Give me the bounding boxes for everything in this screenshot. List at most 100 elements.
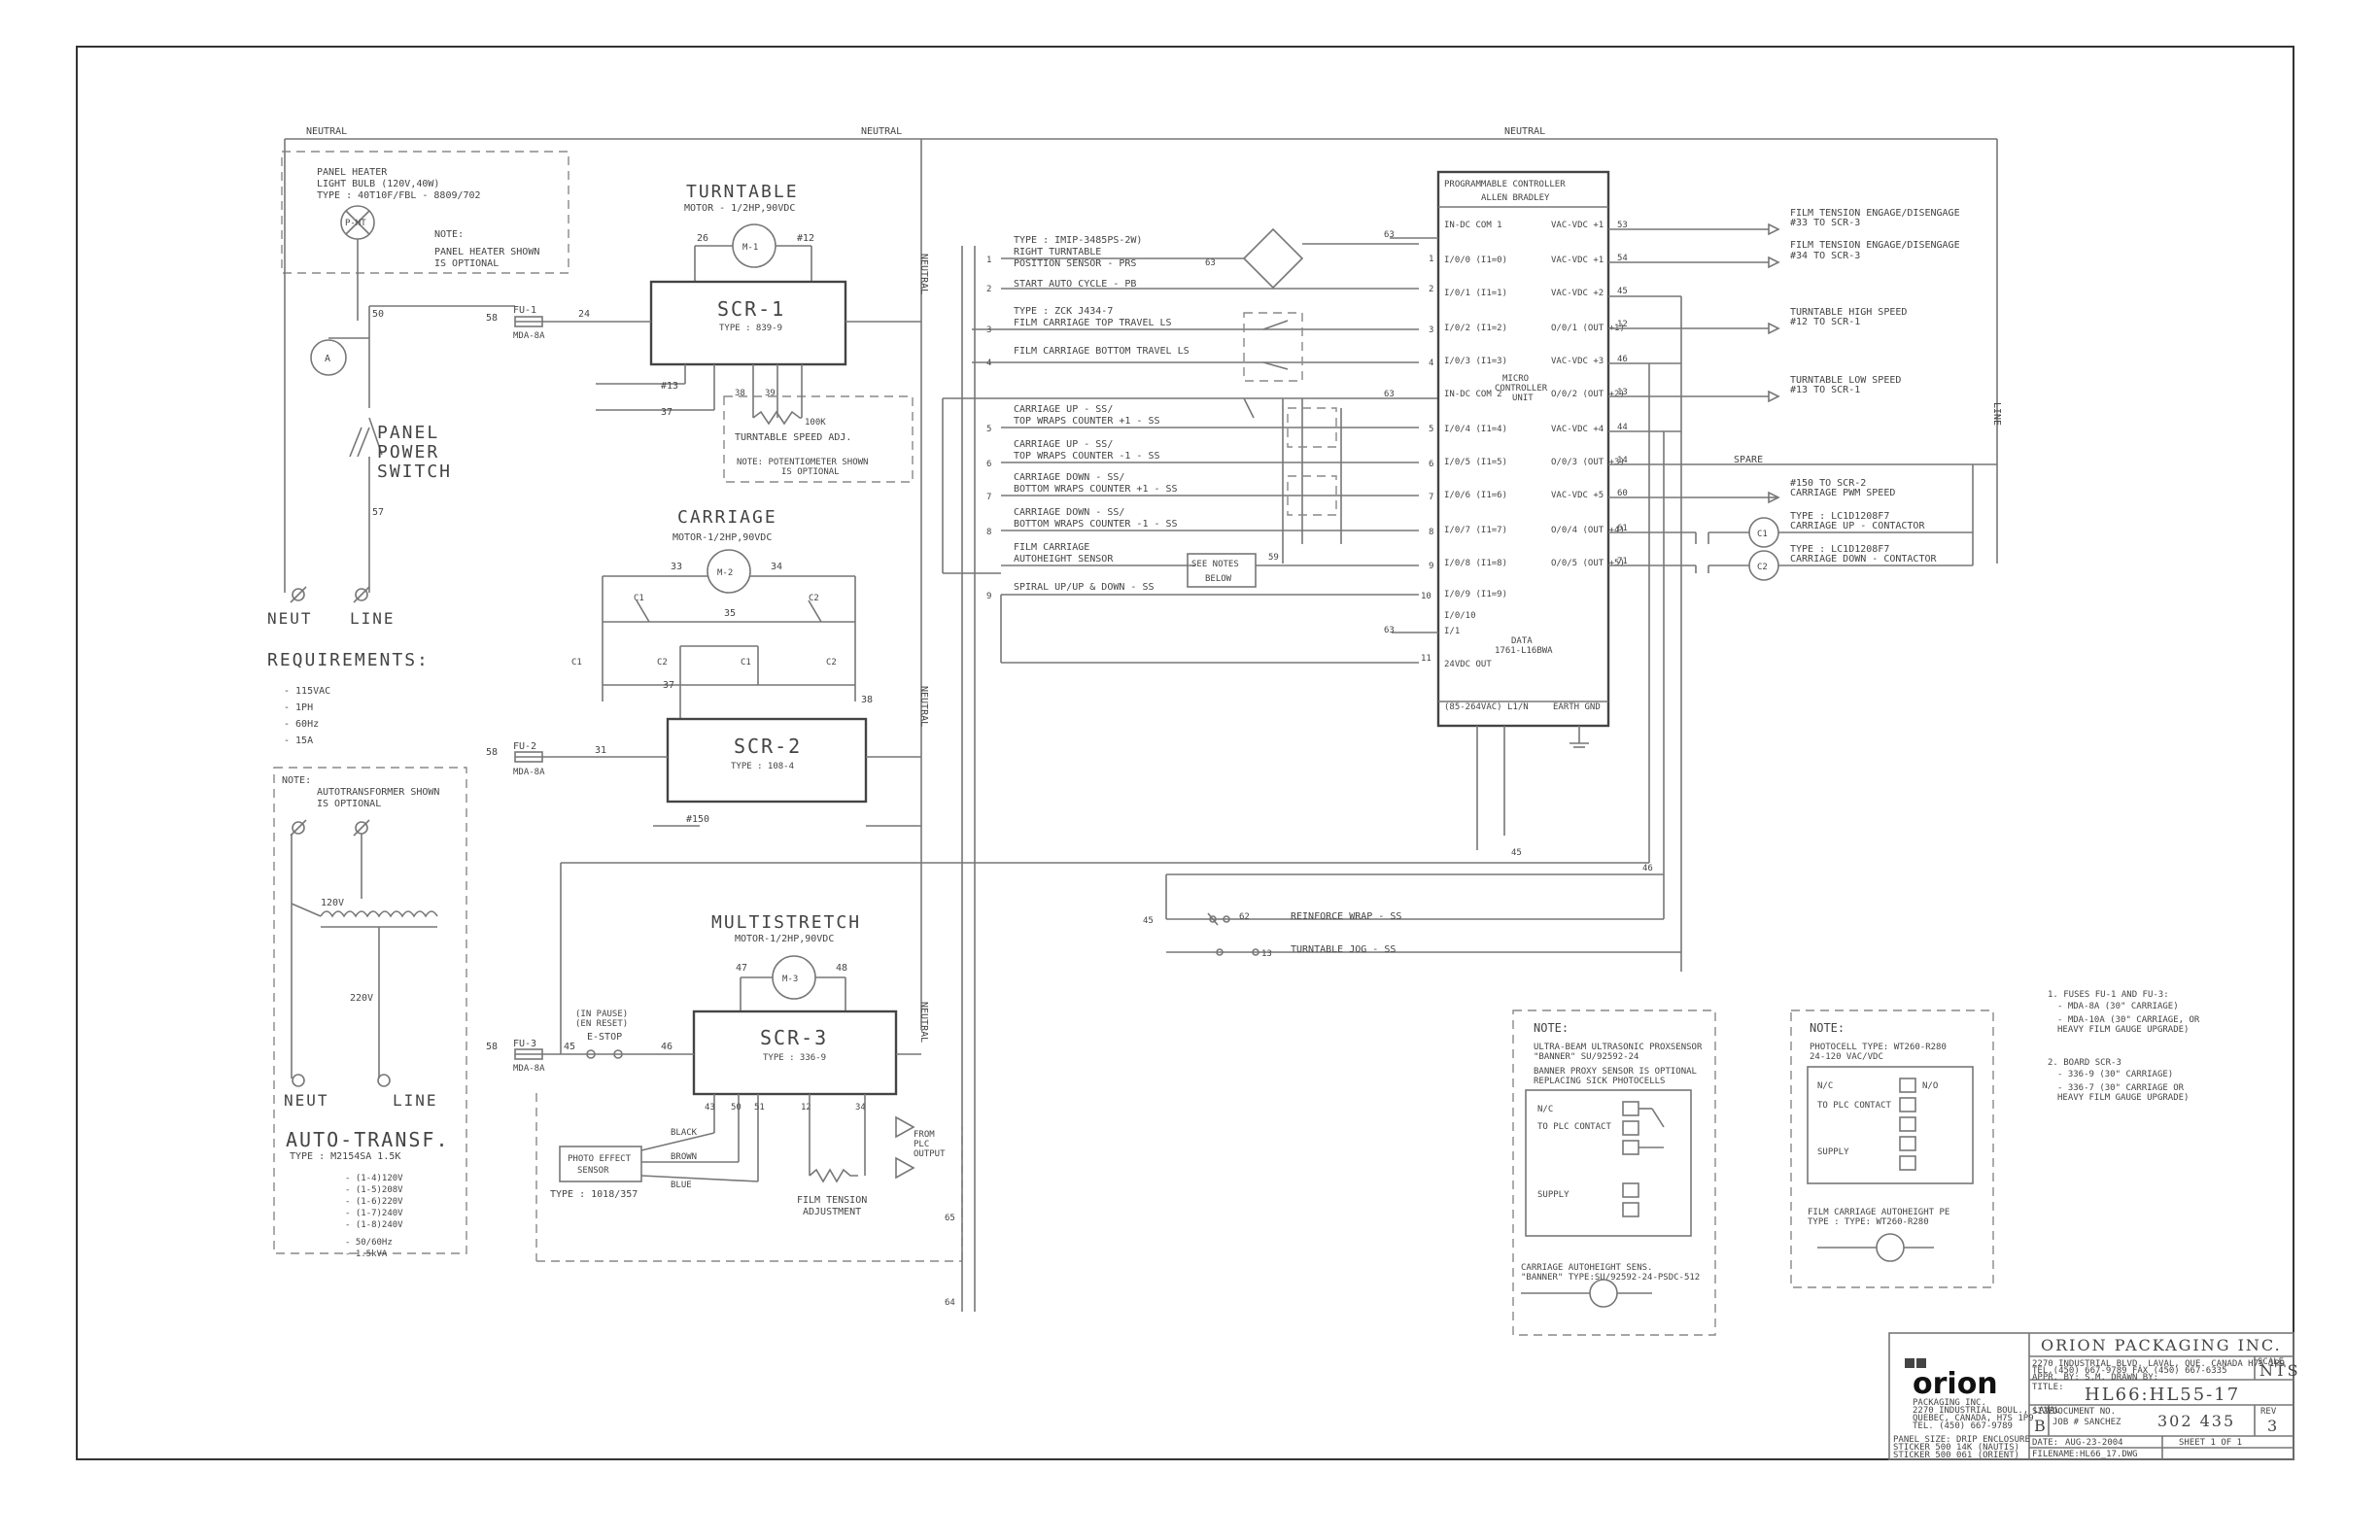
svg-text:#150 TO SCR-2: #150 TO SCR-2: [1790, 478, 1866, 489]
svg-text:LIGHT BULB (120V,40W): LIGHT BULB (120V,40W): [317, 179, 439, 189]
svg-text:FILENAME:: FILENAME:: [2032, 1450, 2080, 1459]
svg-text:SUPPLY: SUPPLY: [1817, 1147, 1849, 1157]
svg-text:C2: C2: [657, 658, 668, 667]
svg-text:- 50/60Hz: - 50/60Hz: [345, 1238, 393, 1248]
svg-text:38: 38: [735, 389, 745, 398]
svg-text:NOTE:: NOTE:: [282, 775, 311, 786]
svg-text:AUTOHEIGHT SENSOR: AUTOHEIGHT SENSOR: [1014, 554, 1114, 565]
svg-text:C2: C2: [826, 658, 837, 667]
svg-text:CARRIAGE PWM SPEED: CARRIAGE PWM SPEED: [1790, 488, 1895, 498]
title-block: ORION PACKAGING INC. 2270 INDUSTRIAL BLV…: [1888, 1332, 2298, 1460]
svg-text:C1: C1: [1757, 530, 1768, 539]
svg-text:SCR-1: SCR-1: [717, 297, 785, 321]
svg-text:HL66_17.DWG: HL66_17.DWG: [2080, 1450, 2138, 1459]
svg-text:26: 26: [697, 233, 708, 244]
svg-text:AUTO-TRANSF.: AUTO-TRANSF.: [286, 1128, 450, 1151]
svg-text:TITLE:: TITLE:: [2032, 1383, 2064, 1392]
svg-text:302 435: 302 435: [2157, 1412, 2235, 1430]
svg-text:1. FUSES FU-1 AND FU-3:: 1. FUSES FU-1 AND FU-3:: [2048, 990, 2169, 1000]
svg-text:46: 46: [1642, 864, 1653, 873]
svg-text:IS OPTIONAL: IS OPTIONAL: [781, 467, 840, 477]
svg-text:63: 63: [1384, 390, 1395, 399]
svg-text:"BANNER" TYPE:SU/92592-24-PSDC: "BANNER" TYPE:SU/92592-24-PSDC-512: [1521, 1273, 1700, 1283]
svg-text:- 115VAC: - 115VAC: [284, 686, 330, 697]
plc-input-devices: TYPE : IMIP-3485PS-2W) RIGHT TURNTABLE P…: [942, 227, 1438, 664]
svg-text:MDA-8A: MDA-8A: [513, 331, 545, 341]
svg-text:71: 71: [1617, 557, 1628, 566]
svg-text:46: 46: [1617, 355, 1628, 364]
svg-text:58: 58: [486, 313, 498, 324]
svg-text:- (1-6)220V: - (1-6)220V: [345, 1197, 403, 1207]
svg-text:24: 24: [578, 309, 590, 320]
svg-text:I/0/0 (I1=0): I/0/0 (I1=0): [1444, 256, 1507, 265]
plc-output-devices: C1 C2 FILM TENSION ENGAGE/DISENGAGE #33 …: [1608, 208, 1974, 972]
svg-text:SCALE: SCALE: [2258, 1357, 2284, 1367]
svg-text:TOP WRAPS COUNTER -1 - SS: TOP WRAPS COUNTER -1 - SS: [1014, 451, 1160, 462]
svg-text:TURNTABLE SPEED ADJ.: TURNTABLE SPEED ADJ.: [735, 432, 851, 443]
svg-text:54: 54: [1617, 254, 1628, 263]
svg-text:IS OPTIONAL: IS OPTIONAL: [317, 799, 381, 809]
svg-text:TO PLC CONTACT: TO PLC CONTACT: [1537, 1122, 1611, 1132]
svg-text:- MDA-10A (30" CARRIAGE, OR: - MDA-10A (30" CARRIAGE, OR: [2057, 1015, 2200, 1025]
svg-text:- (1-5)208V: - (1-5)208V: [345, 1185, 403, 1195]
svg-text:N/C: N/C: [1817, 1081, 1833, 1091]
svg-text:TURNTABLE: TURNTABLE: [686, 182, 799, 202]
svg-text:57: 57: [372, 507, 384, 518]
plc-controller: PROGRAMMABLE CONTROLLER ALLEN BRADLEY MI…: [1384, 170, 1625, 850]
svg-text:TURNTABLE HIGH SPEED: TURNTABLE HIGH SPEED: [1790, 307, 1907, 318]
svg-text:FILM CARRIAGE TOP TRAVEL LS: FILM CARRIAGE TOP TRAVEL LS: [1014, 318, 1172, 328]
svg-text:- MDA-8A (30" CARRIAGE): - MDA-8A (30" CARRIAGE): [2057, 1002, 2179, 1011]
svg-text:TYPE : 40T10F/FBL - 8809/702: TYPE : 40T10F/FBL - 8809/702: [317, 190, 481, 201]
svg-text:34: 34: [771, 562, 782, 572]
svg-text:SENSOR: SENSOR: [577, 1166, 609, 1176]
svg-text:#13 TO SCR-1: #13 TO SCR-1: [1790, 385, 1860, 395]
svg-text:CARRIAGE DOWN - CONTACTOR: CARRIAGE DOWN - CONTACTOR: [1790, 554, 1937, 565]
svg-text:FILM CARRIAGE BOTTOM TRAVEL LS: FILM CARRIAGE BOTTOM TRAVEL LS: [1014, 346, 1190, 357]
svg-text:3: 3: [2267, 1417, 2279, 1435]
svg-text:APPR. BY: S.M. DRAWN BY:: APPR. BY: S.M. DRAWN BY:: [2032, 1373, 2158, 1383]
svg-text:POWER: POWER: [377, 442, 439, 462]
svg-text:ORION PACKAGING INC.: ORION PACKAGING INC.: [2041, 1336, 2282, 1354]
svg-text:NEUTRAL: NEUTRAL: [918, 254, 929, 294]
svg-text:MOTOR-1/2HP,90VDC: MOTOR-1/2HP,90VDC: [735, 934, 834, 944]
svg-text:TYPE : TYPE: WT260-R280: TYPE : TYPE: WT260-R280: [1808, 1217, 1929, 1227]
svg-text:SEE NOTES: SEE NOTES: [1191, 560, 1239, 569]
svg-text:PHOTO EFFECT: PHOTO EFFECT: [568, 1154, 632, 1164]
svg-text:ALLEN BRADLEY: ALLEN BRADLEY: [1481, 193, 1550, 203]
svg-text:PHOTOCELL TYPE: WT260-R280: PHOTOCELL TYPE: WT260-R280: [1810, 1043, 1947, 1052]
note-photocell: NOTE: PHOTOCELL TYPE: WT260-R280 24-120 …: [1790, 1010, 1994, 1288]
svg-text:I/0/1 (I1=1): I/0/1 (I1=1): [1444, 289, 1507, 298]
svg-text:1: 1: [986, 256, 991, 265]
svg-text:10: 10: [1421, 592, 1431, 601]
svg-text:N/O: N/O: [1922, 1081, 1938, 1091]
svg-text:SCR-3: SCR-3: [760, 1026, 828, 1049]
svg-text:I/1: I/1: [1444, 627, 1460, 636]
svg-text:DOCUMENT NO.: DOCUMENT NO.: [2052, 1407, 2116, 1417]
svg-text:6: 6: [1429, 460, 1433, 469]
svg-text:NOTE:: NOTE:: [1534, 1021, 1569, 1035]
svg-text:NEUTRAL: NEUTRAL: [918, 1002, 929, 1043]
svg-text:#33 TO SCR-3: #33 TO SCR-3: [1790, 218, 1860, 228]
svg-text:6: 6: [986, 460, 991, 469]
svg-text:45: 45: [1617, 287, 1628, 296]
svg-text:FILM CARRIAGE: FILM CARRIAGE: [1014, 542, 1089, 553]
svg-text:#12 TO SCR-1: #12 TO SCR-1: [1790, 317, 1860, 327]
svg-text:2270 INDUSTRIAL BLVD. LAVAL, Q: 2270 INDUSTRIAL BLVD. LAVAL, QUE. CANADA…: [2032, 1359, 2285, 1369]
neutral-rail: NEUTRAL NEUTRAL NEUTRAL LINE: [285, 126, 2002, 1030]
svg-text:7: 7: [1429, 493, 1433, 502]
svg-text:REPLACING SICK PHOTOCELLS: REPLACING SICK PHOTOCELLS: [1534, 1077, 1665, 1086]
svg-text:BLACK: BLACK: [671, 1128, 698, 1138]
svg-text:- 1.5kVA: - 1.5kVA: [345, 1249, 388, 1259]
svg-text:37: 37: [663, 680, 674, 691]
svg-text:SUPPLY: SUPPLY: [1537, 1190, 1569, 1200]
svg-text:I/0/3 (I1=3): I/0/3 (I1=3): [1444, 357, 1507, 366]
svg-text:TO PLC CONTACT: TO PLC CONTACT: [1817, 1101, 1891, 1111]
svg-text:65: 65: [945, 1214, 955, 1223]
svg-text:TURNTABLE JOG - SS: TURNTABLE JOG - SS: [1291, 944, 1396, 955]
svg-text:SCR-2: SCR-2: [734, 735, 802, 758]
svg-text:CARRIAGE AUTOHEIGHT SENS.: CARRIAGE AUTOHEIGHT SENS.: [1521, 1263, 1652, 1273]
panel-power-switch: PANEL POWER SWITCH: [349, 423, 450, 482]
svg-text:BELOW: BELOW: [1205, 574, 1232, 584]
svg-text:O/0/2 (OUT +2): O/0/2 (OUT +2): [1551, 390, 1625, 399]
svg-text:43: 43: [705, 1103, 715, 1112]
